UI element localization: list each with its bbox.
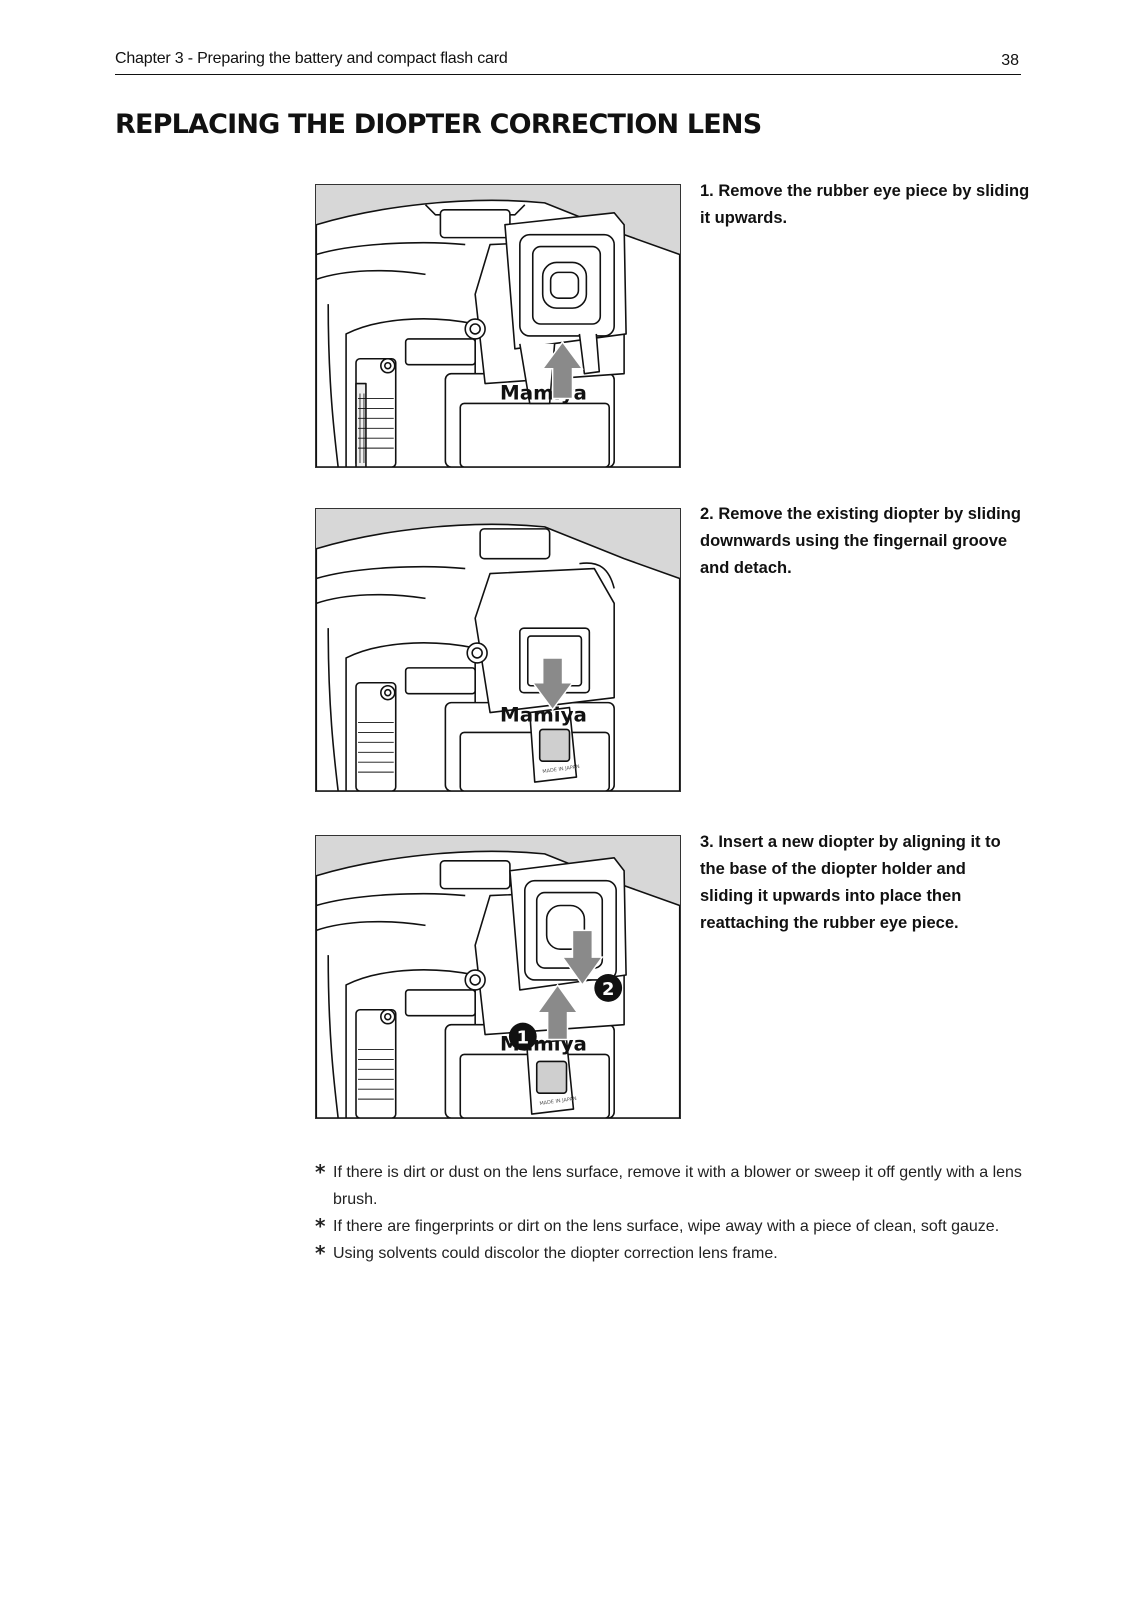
asterisk-icon: * (315, 1214, 326, 1238)
callout-2-label: 2 (602, 979, 614, 1000)
note-item: * Using solvents could discolor the diop… (315, 1240, 1035, 1267)
figure-remove-eyepiece: Mamiya (315, 184, 681, 468)
callout-2-badge (594, 974, 623, 1002)
asterisk-icon: * (315, 1241, 326, 1265)
brand-mark-1: Mamiya (500, 381, 587, 404)
page-header: Chapter 3 - Preparing the battery and co… (115, 50, 1021, 75)
chapter-title: Chapter 3 - Preparing the battery and co… (115, 50, 508, 67)
step-3-text: 3. Insert a new diopter by aligning it t… (700, 833, 1001, 932)
arrow-down-icon (561, 929, 604, 987)
made-in-label-2: MADE IN JAPAN (542, 764, 580, 775)
note-item: * If there are fingerprints or dirt on t… (315, 1213, 1035, 1240)
step-1-text: 1. Remove the rubber eye piece by slidin… (700, 182, 1030, 227)
callout-1-label: 1 (517, 1028, 529, 1049)
camera-illustration-2: Mamiya MADE IN JAPAN (316, 523, 680, 791)
figure-remove-diopter: Mamiya MADE IN JAPAN (315, 508, 681, 792)
camera-illustration-1: Mamiya (316, 199, 680, 467)
notes-list: * If there is dirt or dust on the lens s… (315, 1159, 1035, 1267)
made-in-label-3: MADE IN JAPAN (539, 1096, 577, 1107)
page-number: 38 (1001, 52, 1019, 69)
note-item: * If there is dirt or dust on the lens s… (315, 1159, 1035, 1213)
arrow-down-icon (531, 657, 574, 711)
asterisk-icon: * (315, 1160, 326, 1184)
arrow-up-icon (536, 983, 579, 1041)
page-title: REPLACING THE DIOPTER CORRECTION LENS (115, 109, 762, 140)
note-text: If there are fingerprints or dirt on the… (333, 1218, 1000, 1235)
callout-1-badge (508, 1022, 537, 1051)
camera-illustration-3: Mamiya MADE IN JAPAN 1 2 (316, 850, 680, 1118)
brand-mark-2: Mamiya (500, 703, 587, 726)
step-2-text: 2. Remove the existing diopter by slidin… (700, 505, 1021, 577)
note-text: Using solvents could discolor the diopte… (333, 1245, 778, 1262)
figure-insert-diopter: Mamiya MADE IN JAPAN 1 2 (315, 835, 681, 1119)
arrow-up-icon (541, 340, 584, 400)
note-text: If there is dirt or dust on the lens sur… (333, 1164, 1022, 1208)
